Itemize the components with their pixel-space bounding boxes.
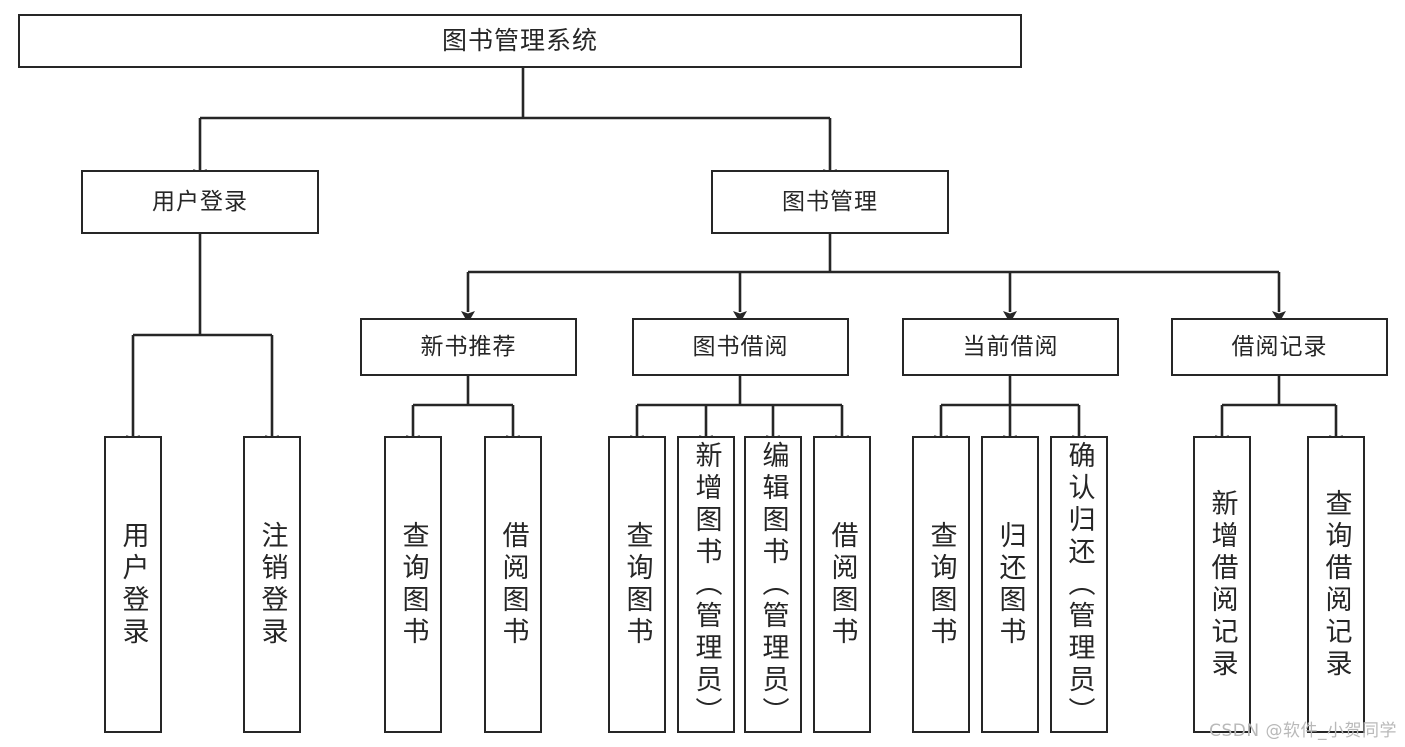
node-leaf-query-book-3[interactable]: 查询图书	[912, 436, 970, 733]
node-borrow-record-label: 借阅记录	[1231, 333, 1328, 360]
node-leaf-query-record[interactable]: 查询借阅记录	[1307, 436, 1365, 733]
node-leaf-add-record-label: 新增借阅记录	[1206, 488, 1238, 681]
node-leaf-user-logout-label: 注销登录	[256, 520, 288, 649]
node-leaf-add-book[interactable]: 新增图书（管理员）	[677, 436, 735, 733]
node-leaf-borrow-book-2[interactable]: 借阅图书	[813, 436, 871, 733]
node-root[interactable]: 图书管理系统	[18, 14, 1022, 68]
node-leaf-user-logout[interactable]: 注销登录	[243, 436, 301, 733]
node-leaf-edit-book[interactable]: 编辑图书（管理员）	[744, 436, 802, 733]
node-user-login[interactable]: 用户登录	[81, 170, 319, 234]
node-leaf-confirm-return-label: 确认归还（管理员）	[1063, 440, 1095, 729]
node-book-borrow-label: 图书借阅	[692, 333, 789, 360]
node-leaf-query-book-1-label: 查询图书	[397, 520, 429, 649]
node-user-login-label: 用户登录	[152, 188, 248, 215]
node-leaf-borrow-book-1[interactable]: 借阅图书	[484, 436, 542, 733]
node-borrow-record[interactable]: 借阅记录	[1171, 318, 1388, 376]
node-leaf-query-book-2-label: 查询图书	[621, 520, 653, 649]
node-leaf-confirm-return[interactable]: 确认归还（管理员）	[1050, 436, 1108, 733]
node-leaf-edit-book-label: 编辑图书（管理员）	[757, 440, 789, 729]
node-leaf-return-book[interactable]: 归还图书	[981, 436, 1039, 733]
node-leaf-return-book-label: 归还图书	[994, 520, 1026, 649]
node-current-borrow-label: 当前借阅	[962, 333, 1059, 360]
node-book-manage-label: 图书管理	[782, 188, 878, 215]
node-leaf-add-book-label: 新增图书（管理员）	[690, 440, 722, 729]
node-root-label: 图书管理系统	[441, 25, 598, 55]
node-new-book-recommend[interactable]: 新书推荐	[360, 318, 577, 376]
node-leaf-query-book-2[interactable]: 查询图书	[608, 436, 666, 733]
node-leaf-query-book-1[interactable]: 查询图书	[384, 436, 442, 733]
node-book-borrow[interactable]: 图书借阅	[632, 318, 849, 376]
node-leaf-borrow-book-2-label: 借阅图书	[826, 520, 858, 649]
node-leaf-user-login[interactable]: 用户登录	[104, 436, 162, 733]
node-new-book-recommend-label: 新书推荐	[420, 333, 517, 360]
node-leaf-add-record[interactable]: 新增借阅记录	[1193, 436, 1251, 733]
csdn-watermark: CSDN @软件_小贺同学	[1209, 721, 1397, 741]
node-current-borrow[interactable]: 当前借阅	[902, 318, 1119, 376]
node-leaf-query-book-3-label: 查询图书	[925, 520, 957, 649]
node-leaf-user-login-label: 用户登录	[117, 520, 149, 649]
node-book-manage[interactable]: 图书管理	[711, 170, 949, 234]
node-leaf-query-record-label: 查询借阅记录	[1320, 488, 1352, 681]
node-leaf-borrow-book-1-label: 借阅图书	[497, 520, 529, 649]
